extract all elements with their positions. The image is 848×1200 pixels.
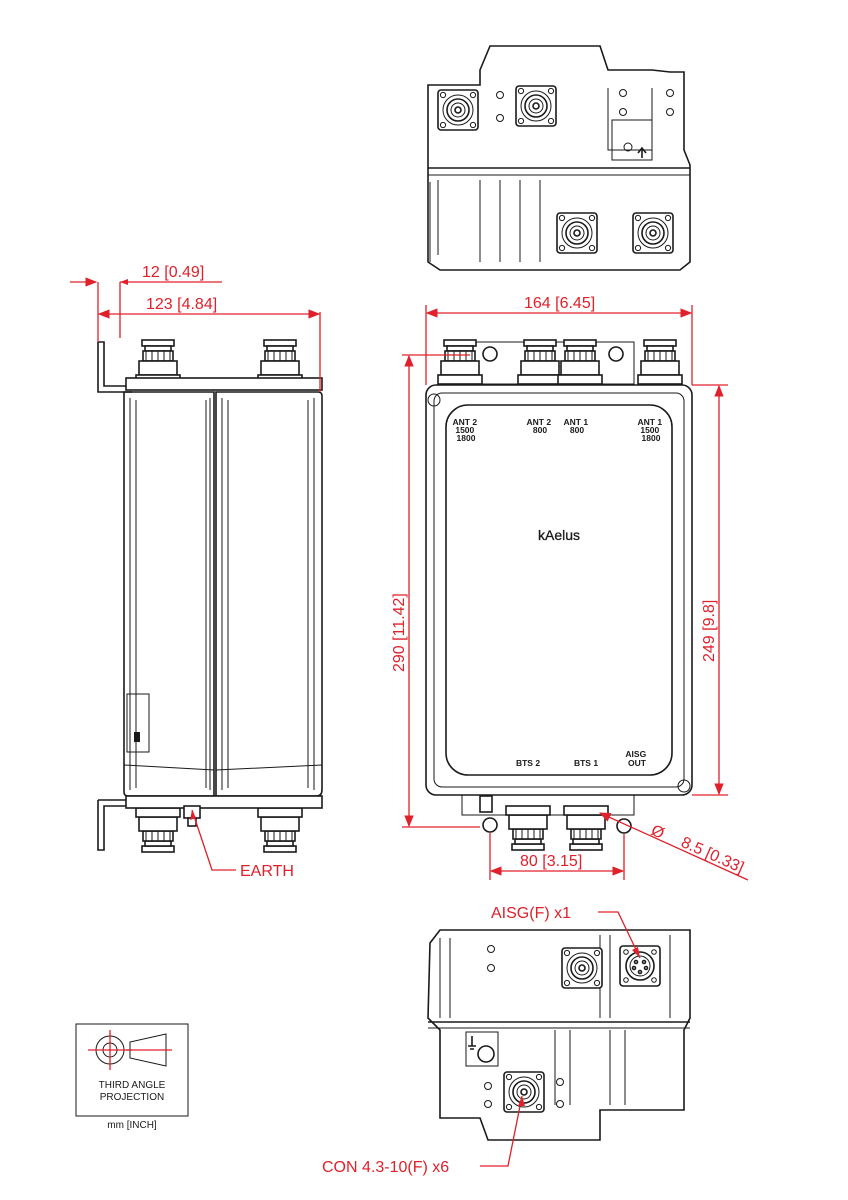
dim-front-width: 164 [6.45] bbox=[524, 295, 595, 312]
dim-overall-height: 290 [11.42] bbox=[391, 593, 408, 672]
ant2-high-line2: 1500 bbox=[455, 425, 474, 435]
ant1-low-line2: 800 bbox=[570, 425, 584, 435]
top-view-connector bbox=[515, 85, 557, 127]
label-ant2-high: ANT 2 1500 1800 bbox=[453, 417, 480, 443]
aisg-out-line2: OUT bbox=[628, 758, 647, 768]
projection-cone bbox=[129, 1033, 167, 1067]
projection-box bbox=[75, 1023, 189, 1117]
ant2-high-line3: 1800 bbox=[457, 433, 476, 443]
callout-earth: EARTH bbox=[240, 863, 294, 880]
ant2-high-line1: ANT 2 bbox=[453, 417, 478, 427]
callout-connector: CON 4.3-10(F) x6 bbox=[322, 1159, 449, 1176]
label-bts1: BTS 1 bbox=[574, 758, 598, 768]
ant1-high-line3: 1800 bbox=[642, 433, 661, 443]
aisg-out-line1: AISG bbox=[625, 749, 646, 759]
projection-units: mm [INCH] bbox=[107, 1120, 157, 1131]
ant1-low-line1: ANT 1 bbox=[564, 417, 589, 427]
top-view-connector bbox=[556, 212, 598, 254]
top-view-connector bbox=[437, 89, 479, 131]
dim-body-height: 249 [9.8] bbox=[701, 600, 718, 662]
ant1-high-line1: ANT 1 bbox=[638, 417, 663, 427]
label-aisg-out: AISG OUT bbox=[625, 749, 648, 768]
side-view bbox=[97, 339, 323, 853]
callout-aisg: AISG(F) x1 bbox=[491, 905, 571, 922]
top-view bbox=[427, 45, 691, 271]
label-ant1-low: ANT 1 800 bbox=[564, 417, 591, 435]
brand-logo: kAelus bbox=[538, 527, 580, 543]
bottom-view-connector bbox=[561, 947, 603, 989]
ant1-high-line2: 1500 bbox=[640, 425, 659, 435]
dim-side-depth: 123 [4.84] bbox=[146, 296, 217, 313]
front-view bbox=[425, 339, 693, 851]
dim-hole-spacing: 80 [3.15] bbox=[520, 853, 582, 870]
ant2-low-line1: ANT 2 bbox=[527, 417, 552, 427]
top-view-connector bbox=[632, 212, 674, 254]
label-ant2-low: ANT 2 800 bbox=[527, 417, 554, 435]
top-view-outline bbox=[427, 45, 691, 271]
label-ant1-high: ANT 1 1500 1800 bbox=[638, 417, 665, 443]
projection-line2: PROJECTION bbox=[100, 1092, 164, 1103]
dim-hole-dia: 8.5 [0.33] bbox=[678, 834, 746, 877]
label-bts2: BTS 2 bbox=[516, 758, 540, 768]
bottom-view bbox=[427, 929, 691, 1141]
projection-line1: THIRD ANGLE bbox=[99, 1080, 166, 1091]
callouts: EARTH AISG(F) x1 CON 4.3-10(F) x6 bbox=[190, 809, 641, 1176]
projection-symbol: THIRD ANGLE PROJECTION mm [INCH] bbox=[75, 1023, 189, 1131]
ant2-low-line2: 800 bbox=[533, 425, 547, 435]
bottom-view-outline bbox=[427, 929, 691, 1141]
dim-hole-dia-symbol: Ø bbox=[648, 822, 666, 843]
port-labels: ANT 2 1500 1800 ANT 2 800 ANT 1 800 ANT … bbox=[453, 417, 665, 768]
front-body-outline bbox=[425, 384, 693, 796]
dim-offset-top: 12 [0.49] bbox=[142, 264, 204, 281]
